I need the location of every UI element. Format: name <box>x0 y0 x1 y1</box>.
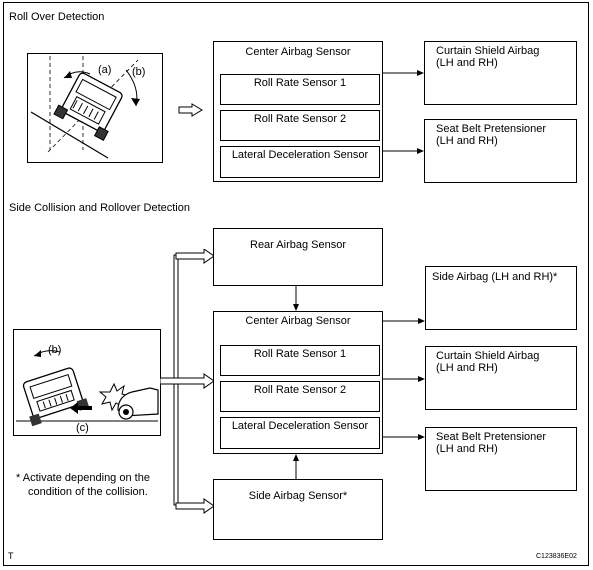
label-b: (b) <box>132 66 146 78</box>
pretensioner-sub-2: (LH and RH) <box>436 443 498 455</box>
rear-airbag-sensor: Rear Airbag Sensor <box>213 228 383 286</box>
roll-rate-sensor-2b-label: Roll Rate Sensor 2 <box>253 384 347 396</box>
side-airbag-sensor-label: Side Airbag Sensor* <box>248 490 348 502</box>
side-collision-drawing <box>16 350 159 427</box>
curtain-shield-airbag-1: Curtain Shield Airbag (LH and RH) <box>424 41 577 105</box>
roll-rate-sensor-2-label: Roll Rate Sensor 2 <box>253 113 347 125</box>
roll-rate-sensor-2b: Roll Rate Sensor 2 <box>220 381 380 412</box>
side-airbag-sensor: Side Airbag Sensor* <box>213 479 383 540</box>
seat-belt-pretensioner-2: Seat Belt Pretensioner (LH and RH) <box>425 427 577 491</box>
section2-title: Side Collision and Rollover Detection <box>9 202 190 214</box>
pretensioner-sub: (LH and RH) <box>436 135 498 147</box>
center-sensor-label: Center Airbag Sensor <box>245 46 351 58</box>
roll-rate-sensor-1-label: Roll Rate Sensor 1 <box>253 77 347 89</box>
side-collision-illustration: (b) (c) <box>13 329 161 436</box>
diagram-frame <box>3 2 589 566</box>
curtain-shield-label-2: Curtain Shield Airbag <box>436 350 540 362</box>
note-line2: condition of the collision. <box>28 486 148 498</box>
label-c: (c) <box>76 422 89 434</box>
curtain-shield-label: Curtain Shield Airbag <box>436 45 540 57</box>
curtain-shield-airbag-2: Curtain Shield Airbag (LH and RH) <box>425 346 577 410</box>
lateral-decel-sensor: Lateral Deceleration Sensor <box>220 146 380 178</box>
center-airbag-sensor-2: Center Airbag Sensor Roll Rate Sensor 1 … <box>213 311 383 454</box>
roll-rate-sensor-1: Roll Rate Sensor 1 <box>220 74 380 105</box>
footer-code: C123836E02 <box>536 553 577 560</box>
lateral-decel-sensor-b-label: Lateral Deceleration Sensor <box>231 420 369 432</box>
section1-arrows <box>383 70 424 154</box>
lateral-decel-sensor-b: Lateral Deceleration Sensor <box>220 417 380 449</box>
rollover-illustration: (a) (b) <box>27 53 163 163</box>
pretensioner-label-2: Seat Belt Pretensioner <box>436 431 547 443</box>
label-a: (a) <box>98 64 112 76</box>
vertical-arrows <box>293 286 299 479</box>
section2-arrows <box>383 318 425 440</box>
curtain-shield-sub-2: (LH and RH) <box>436 362 498 374</box>
hollow-branch-arrows <box>160 249 215 514</box>
pretensioner-label: Seat Belt Pretensioner <box>436 123 547 135</box>
section1-title: Roll Over Detection <box>9 11 105 23</box>
side-airbag-label: Side Airbag (LH and RH)* <box>432 271 558 283</box>
roll-rate-sensor-2: Roll Rate Sensor 2 <box>220 110 380 141</box>
roll-rate-sensor-1b-label: Roll Rate Sensor 1 <box>253 348 347 360</box>
side-airbag: Side Airbag (LH and RH)* <box>425 266 577 330</box>
note-line1: * Activate depending on the <box>16 472 150 484</box>
roll-rate-sensor-1b: Roll Rate Sensor 1 <box>220 345 380 376</box>
hollow-arrow <box>178 103 203 117</box>
footer-left: T <box>8 551 14 561</box>
rear-airbag-sensor-label: Rear Airbag Sensor <box>250 239 346 251</box>
seat-belt-pretensioner-1: Seat Belt Pretensioner (LH and RH) <box>424 119 577 183</box>
label-b-2: (b) <box>48 344 62 356</box>
center-airbag-sensor-1: Center Airbag Sensor Roll Rate Sensor 1 … <box>213 41 383 182</box>
center-sensor-label-2: Center Airbag Sensor <box>245 315 351 327</box>
lateral-decel-sensor-label: Lateral Deceleration Sensor <box>231 149 369 161</box>
curtain-shield-sub: (LH and RH) <box>436 57 498 69</box>
rollover-car-drawing <box>30 56 140 159</box>
